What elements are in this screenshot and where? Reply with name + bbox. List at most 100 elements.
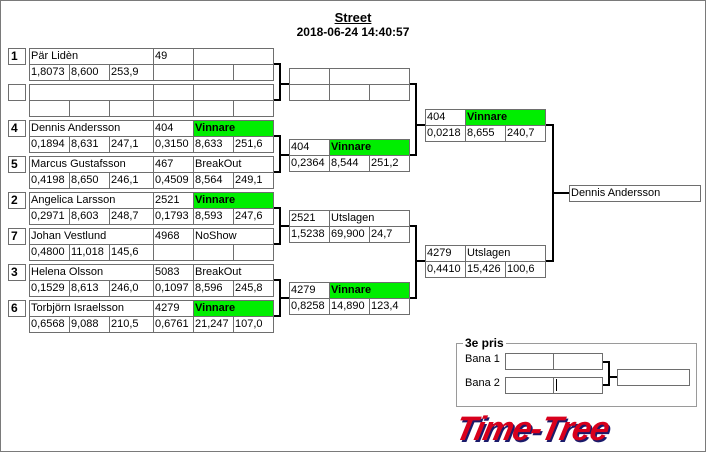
result-status-field[interactable]: Vinnare bbox=[329, 282, 410, 299]
elapsed-time-field[interactable] bbox=[193, 244, 234, 261]
elapsed-time-field[interactable]: 8,613 bbox=[69, 280, 110, 297]
result-status-field[interactable]: Vinnare bbox=[329, 139, 410, 156]
elapsed-time-field[interactable]: 14,890 bbox=[329, 298, 370, 315]
reaction-time-field[interactable]: 0,6568 bbox=[29, 316, 70, 333]
result-status-field[interactable]: NoShow bbox=[193, 228, 274, 245]
seed-number[interactable]: 1 bbox=[8, 48, 26, 65]
entry-number-field[interactable]: 404 bbox=[425, 109, 466, 126]
reaction-time-field[interactable]: 0,4509 bbox=[153, 172, 194, 189]
seed-number[interactable]: 2 bbox=[8, 192, 26, 209]
elapsed-time-field[interactable]: 15,426 bbox=[465, 261, 506, 278]
elapsed-time-field[interactable]: 8,603 bbox=[69, 208, 110, 225]
result-status-field[interactable]: BreakOut bbox=[193, 156, 274, 173]
elapsed-time-field[interactable]: 11,018 bbox=[69, 244, 110, 261]
entry-number-field[interactable]: 404 bbox=[153, 120, 194, 137]
speed-field[interactable]: 246,1 bbox=[109, 172, 154, 189]
result-status-field[interactable]: Vinnare bbox=[193, 120, 274, 137]
elapsed-time-field[interactable]: 8,544 bbox=[329, 155, 370, 172]
racer-name-field[interactable]: Angelica Larsson bbox=[29, 192, 154, 209]
reaction-time-field[interactable]: 0,6761 bbox=[153, 316, 194, 333]
entry-number-field[interactable]: 5083 bbox=[153, 264, 194, 281]
speed-field[interactable]: 24,7 bbox=[369, 226, 410, 243]
elapsed-time-field[interactable]: 9,088 bbox=[69, 316, 110, 333]
speed-field[interactable]: 247,6 bbox=[233, 208, 274, 225]
result-status-field[interactable] bbox=[329, 68, 410, 85]
lane2-number-field[interactable] bbox=[505, 377, 554, 394]
entry-number-field[interactable]: 4279 bbox=[425, 245, 466, 262]
reaction-time-field[interactable]: 0,1894 bbox=[29, 136, 70, 153]
result-status-field[interactable]: Vinnare bbox=[465, 109, 546, 126]
speed-field[interactable]: 247,1 bbox=[109, 136, 154, 153]
speed-field[interactable]: 145,6 bbox=[109, 244, 154, 261]
entry-number-field[interactable]: 49 bbox=[153, 48, 194, 65]
elapsed-time-field[interactable]: 8,655 bbox=[465, 125, 506, 142]
lane2-status-field[interactable] bbox=[553, 377, 603, 394]
elapsed-time-field[interactable]: 8,564 bbox=[193, 172, 234, 189]
entry-number-field[interactable] bbox=[289, 68, 330, 85]
entry-number-field[interactable]: 467 bbox=[153, 156, 194, 173]
seed-number[interactable]: 7 bbox=[8, 228, 26, 245]
reaction-time-field[interactable]: 0,1793 bbox=[153, 208, 194, 225]
racer-name-field[interactable]: Helena Olsson bbox=[29, 264, 154, 281]
elapsed-time-field[interactable]: 8,596 bbox=[193, 280, 234, 297]
reaction-time-field[interactable]: 0,4800 bbox=[29, 244, 70, 261]
reaction-time-field[interactable] bbox=[153, 100, 194, 117]
reaction-time-field[interactable]: 0,2364 bbox=[289, 155, 330, 172]
result-status-field[interactable]: Vinnare bbox=[193, 192, 274, 209]
elapsed-time-field[interactable]: 8,633 bbox=[193, 136, 234, 153]
reaction-time-field[interactable]: 0,0218 bbox=[425, 125, 466, 142]
elapsed-time-field[interactable]: 8,650 bbox=[69, 172, 110, 189]
result-status-field[interactable]: Utslagen bbox=[465, 245, 546, 262]
result-status-field[interactable]: Vinnare bbox=[193, 300, 274, 317]
reaction-time-field[interactable] bbox=[29, 100, 70, 117]
reaction-time-field[interactable]: 1,5238 bbox=[289, 226, 330, 243]
racer-name-field[interactable]: Pär Lidèn bbox=[29, 48, 154, 65]
lane1-status-field[interactable] bbox=[553, 353, 603, 370]
elapsed-time-field[interactable]: 8,600 bbox=[69, 64, 110, 81]
elapsed-time-field[interactable]: 8,593 bbox=[193, 208, 234, 225]
seed-number[interactable]: 5 bbox=[8, 156, 26, 173]
reaction-time-field[interactable] bbox=[153, 64, 194, 81]
result-status-field[interactable] bbox=[193, 48, 274, 65]
speed-field[interactable] bbox=[233, 100, 274, 117]
reaction-time-field[interactable]: 0,3150 bbox=[153, 136, 194, 153]
racer-name-field[interactable]: Dennis Andersson bbox=[29, 120, 154, 137]
elapsed-time-field[interactable]: 69,900 bbox=[329, 226, 370, 243]
racer-name-field[interactable]: Johan Vestlund bbox=[29, 228, 154, 245]
speed-field[interactable] bbox=[109, 100, 154, 117]
reaction-time-field[interactable] bbox=[289, 84, 330, 101]
racer-name-field[interactable]: Torbjörn Israelsson bbox=[29, 300, 154, 317]
result-status-field[interactable]: BreakOut bbox=[193, 264, 274, 281]
entry-number-field[interactable]: 4968 bbox=[153, 228, 194, 245]
seed-number[interactable]: 6 bbox=[8, 300, 26, 317]
speed-field[interactable]: 123,4 bbox=[369, 298, 410, 315]
speed-field[interactable]: 253,9 bbox=[109, 64, 154, 81]
speed-field[interactable]: 251,6 bbox=[233, 136, 274, 153]
third-place-winner-field[interactable] bbox=[617, 369, 690, 386]
entry-number-field[interactable]: 404 bbox=[289, 139, 330, 156]
reaction-time-field[interactable]: 1,8073 bbox=[29, 64, 70, 81]
entry-number-field[interactable]: 2521 bbox=[289, 210, 330, 227]
elapsed-time-field[interactable]: 8,631 bbox=[69, 136, 110, 153]
reaction-time-field[interactable]: 0,1529 bbox=[29, 280, 70, 297]
reaction-time-field[interactable] bbox=[153, 244, 194, 261]
reaction-time-field[interactable]: 0,4198 bbox=[29, 172, 70, 189]
elapsed-time-field[interactable] bbox=[69, 100, 110, 117]
reaction-time-field[interactable]: 0,2971 bbox=[29, 208, 70, 225]
entry-number-field[interactable]: 2521 bbox=[153, 192, 194, 209]
speed-field[interactable]: 240,7 bbox=[505, 125, 546, 142]
entry-number-field[interactable]: 4279 bbox=[289, 282, 330, 299]
speed-field[interactable]: 251,2 bbox=[369, 155, 410, 172]
speed-field[interactable]: 248,7 bbox=[109, 208, 154, 225]
speed-field[interactable]: 210,5 bbox=[109, 316, 154, 333]
result-status-field[interactable]: Utslagen bbox=[329, 210, 410, 227]
elapsed-time-field[interactable] bbox=[193, 100, 234, 117]
seed-number[interactable]: 3 bbox=[8, 264, 26, 281]
elapsed-time-field[interactable] bbox=[329, 84, 370, 101]
speed-field[interactable] bbox=[233, 244, 274, 261]
lane1-number-field[interactable] bbox=[505, 353, 554, 370]
reaction-time-field[interactable]: 0,8258 bbox=[289, 298, 330, 315]
elapsed-time-field[interactable]: 21,247 bbox=[193, 316, 234, 333]
final-winner-field[interactable]: Dennis Andersson bbox=[569, 185, 701, 202]
speed-field[interactable]: 107,0 bbox=[233, 316, 274, 333]
